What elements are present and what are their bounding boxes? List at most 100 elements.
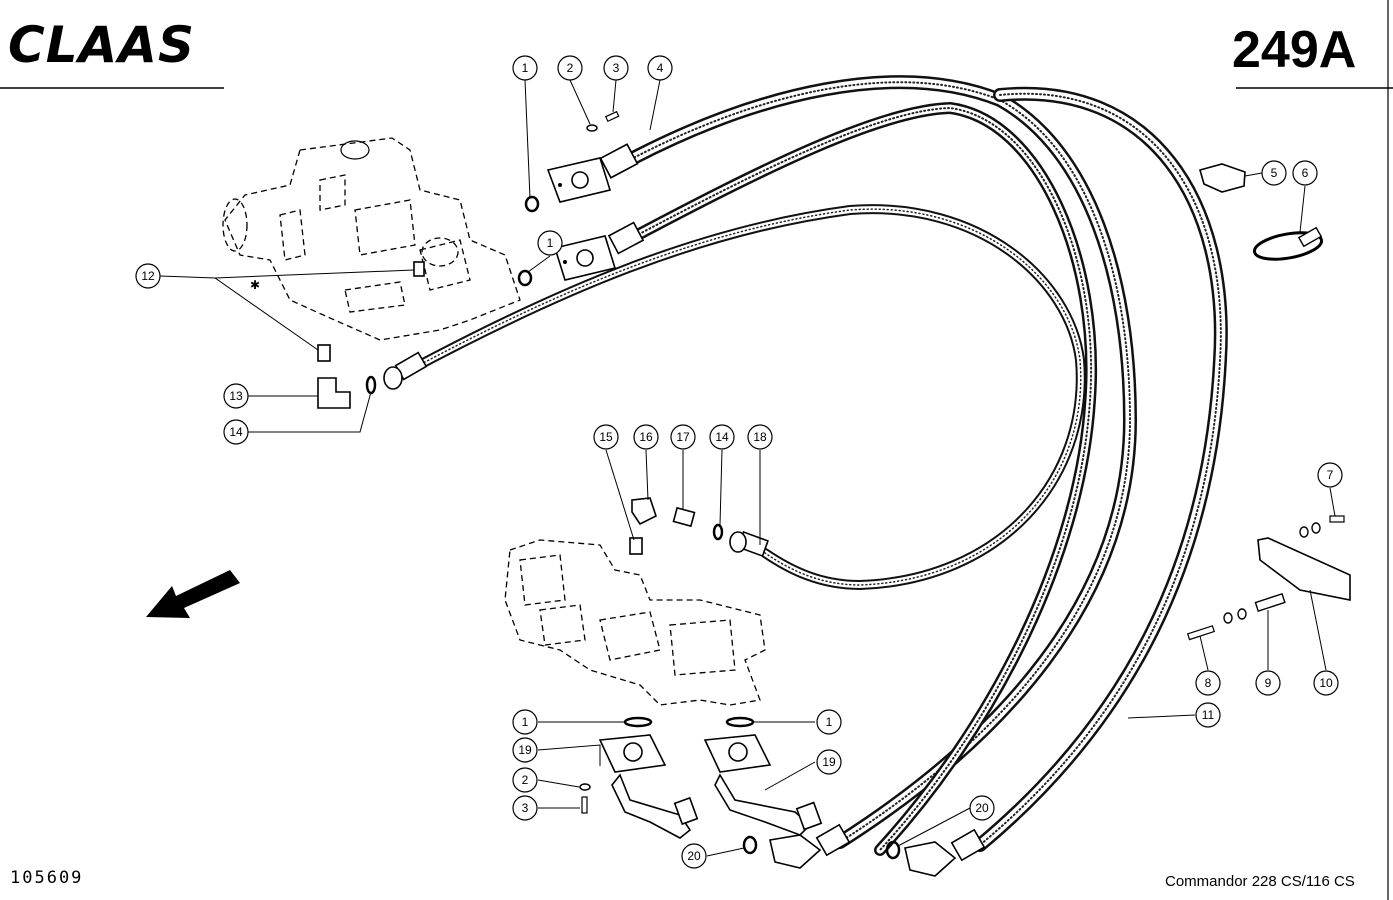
direction-arrow-icon	[146, 570, 240, 618]
callout-label: 12	[141, 269, 155, 283]
callout-label: 6	[1302, 166, 1309, 180]
callout-c14a: 14	[223, 419, 249, 445]
flange-upper-2	[553, 235, 617, 281]
callout-circle	[603, 55, 629, 81]
callout-circle	[512, 795, 538, 821]
callout-label: 4	[657, 61, 664, 75]
callout-c20b: 20	[969, 795, 995, 821]
callout-circle	[969, 795, 995, 821]
callout-circle	[557, 55, 583, 81]
callout-c8: 8	[1195, 670, 1221, 696]
callout-c5: 5	[1261, 160, 1287, 186]
callout-c10: 10	[1313, 670, 1339, 696]
callout-circle	[512, 767, 538, 793]
callout-label: 10	[1319, 676, 1333, 690]
callout-c11: 11	[1195, 702, 1221, 728]
callout-circle	[512, 709, 538, 735]
callout-c16: 16	[633, 424, 659, 450]
callout-label: 13	[229, 389, 243, 403]
callout-c3a: 3	[603, 55, 629, 81]
callout-label: 2	[522, 773, 529, 787]
callout-c9: 9	[1255, 670, 1281, 696]
callout-label: 14	[229, 425, 243, 439]
callout-label: 8	[1205, 676, 1212, 690]
callout-c12: 12	[135, 263, 161, 289]
fitting-12	[317, 261, 425, 362]
callout-label: 1	[826, 715, 833, 729]
callout-circle	[512, 55, 538, 81]
callout-label: 17	[676, 430, 690, 444]
callout-label: 15	[599, 430, 613, 444]
callout-circle	[1195, 670, 1221, 696]
callout-label: 20	[975, 801, 989, 815]
callout-label: 19	[822, 755, 836, 769]
flange-pipe-19-right	[703, 734, 823, 836]
callout-c3b: 3	[512, 795, 538, 821]
callout-circle	[647, 55, 673, 81]
callout-label: 1	[522, 715, 529, 729]
hose-clamp-band-6	[1252, 226, 1324, 261]
control-valve-block: ✱	[222, 137, 521, 341]
callout-c17: 17	[670, 424, 696, 450]
callout-c1b: 1	[537, 230, 563, 256]
footer: 105609 Commandor 228 CS/116 CS	[10, 868, 1355, 890]
callout-circle	[1261, 160, 1287, 186]
callout-c20a: 20	[681, 843, 707, 869]
washer-bolt-top	[586, 110, 620, 132]
valve-marking-glyph: ✱	[250, 278, 260, 292]
callout-label: 1	[547, 236, 554, 250]
callout-label: 1	[522, 61, 529, 75]
washer-bolt-bottom	[579, 783, 591, 814]
callout-circle	[681, 843, 707, 869]
pump-block	[504, 539, 766, 706]
callout-circle	[223, 419, 249, 445]
elbow-13	[317, 377, 351, 409]
fittings-15-17	[629, 497, 696, 555]
callout-c13: 13	[223, 383, 249, 409]
hose-upper-pressure	[405, 204, 1086, 591]
hose-4	[613, 75, 1138, 849]
callout-label: 2	[567, 61, 574, 75]
page-code: 249A	[1232, 21, 1356, 79]
callout-label: 3	[522, 801, 529, 815]
callout-label: 5	[1271, 166, 1278, 180]
callout-circle	[670, 424, 696, 450]
callout-c18: 18	[747, 424, 773, 450]
callout-c1d: 1	[816, 709, 842, 735]
callout-label: 14	[715, 430, 729, 444]
callout-label: 7	[1327, 468, 1334, 482]
hose-second	[622, 101, 1097, 856]
callout-circle	[816, 749, 842, 775]
callout-label: 3	[613, 61, 620, 75]
callout-c19b: 19	[816, 749, 842, 775]
model-name: Commandor 228 CS/116 CS	[1165, 873, 1355, 890]
callout-circle	[135, 263, 161, 289]
callout-circle	[633, 424, 659, 450]
leader-lines	[159, 79, 1336, 857]
callout-circle	[1255, 670, 1281, 696]
clamp-5	[1199, 163, 1246, 193]
callout-label: 20	[687, 849, 701, 863]
brand-logo: CLAAS	[8, 16, 195, 74]
callout-c7: 7	[1317, 462, 1343, 488]
callout-c1c: 1	[512, 709, 538, 735]
callout-c19a: 19	[512, 737, 538, 763]
callout-c15: 15	[593, 424, 619, 450]
callout-circle	[537, 230, 563, 256]
callout-circle	[1195, 702, 1221, 728]
callout-c6: 6	[1292, 160, 1318, 186]
callout-circle	[1292, 160, 1318, 186]
flange-pipe-19-left	[598, 734, 699, 839]
callout-circle	[816, 709, 842, 735]
callout-circle	[747, 424, 773, 450]
callout-label: 18	[753, 430, 767, 444]
callout-circle	[512, 737, 538, 763]
callout-c1a: 1	[512, 55, 538, 81]
callout-c2b: 2	[512, 767, 538, 793]
callout-circle	[1313, 670, 1339, 696]
callout-label: 16	[639, 430, 653, 444]
callout-c2a: 2	[557, 55, 583, 81]
